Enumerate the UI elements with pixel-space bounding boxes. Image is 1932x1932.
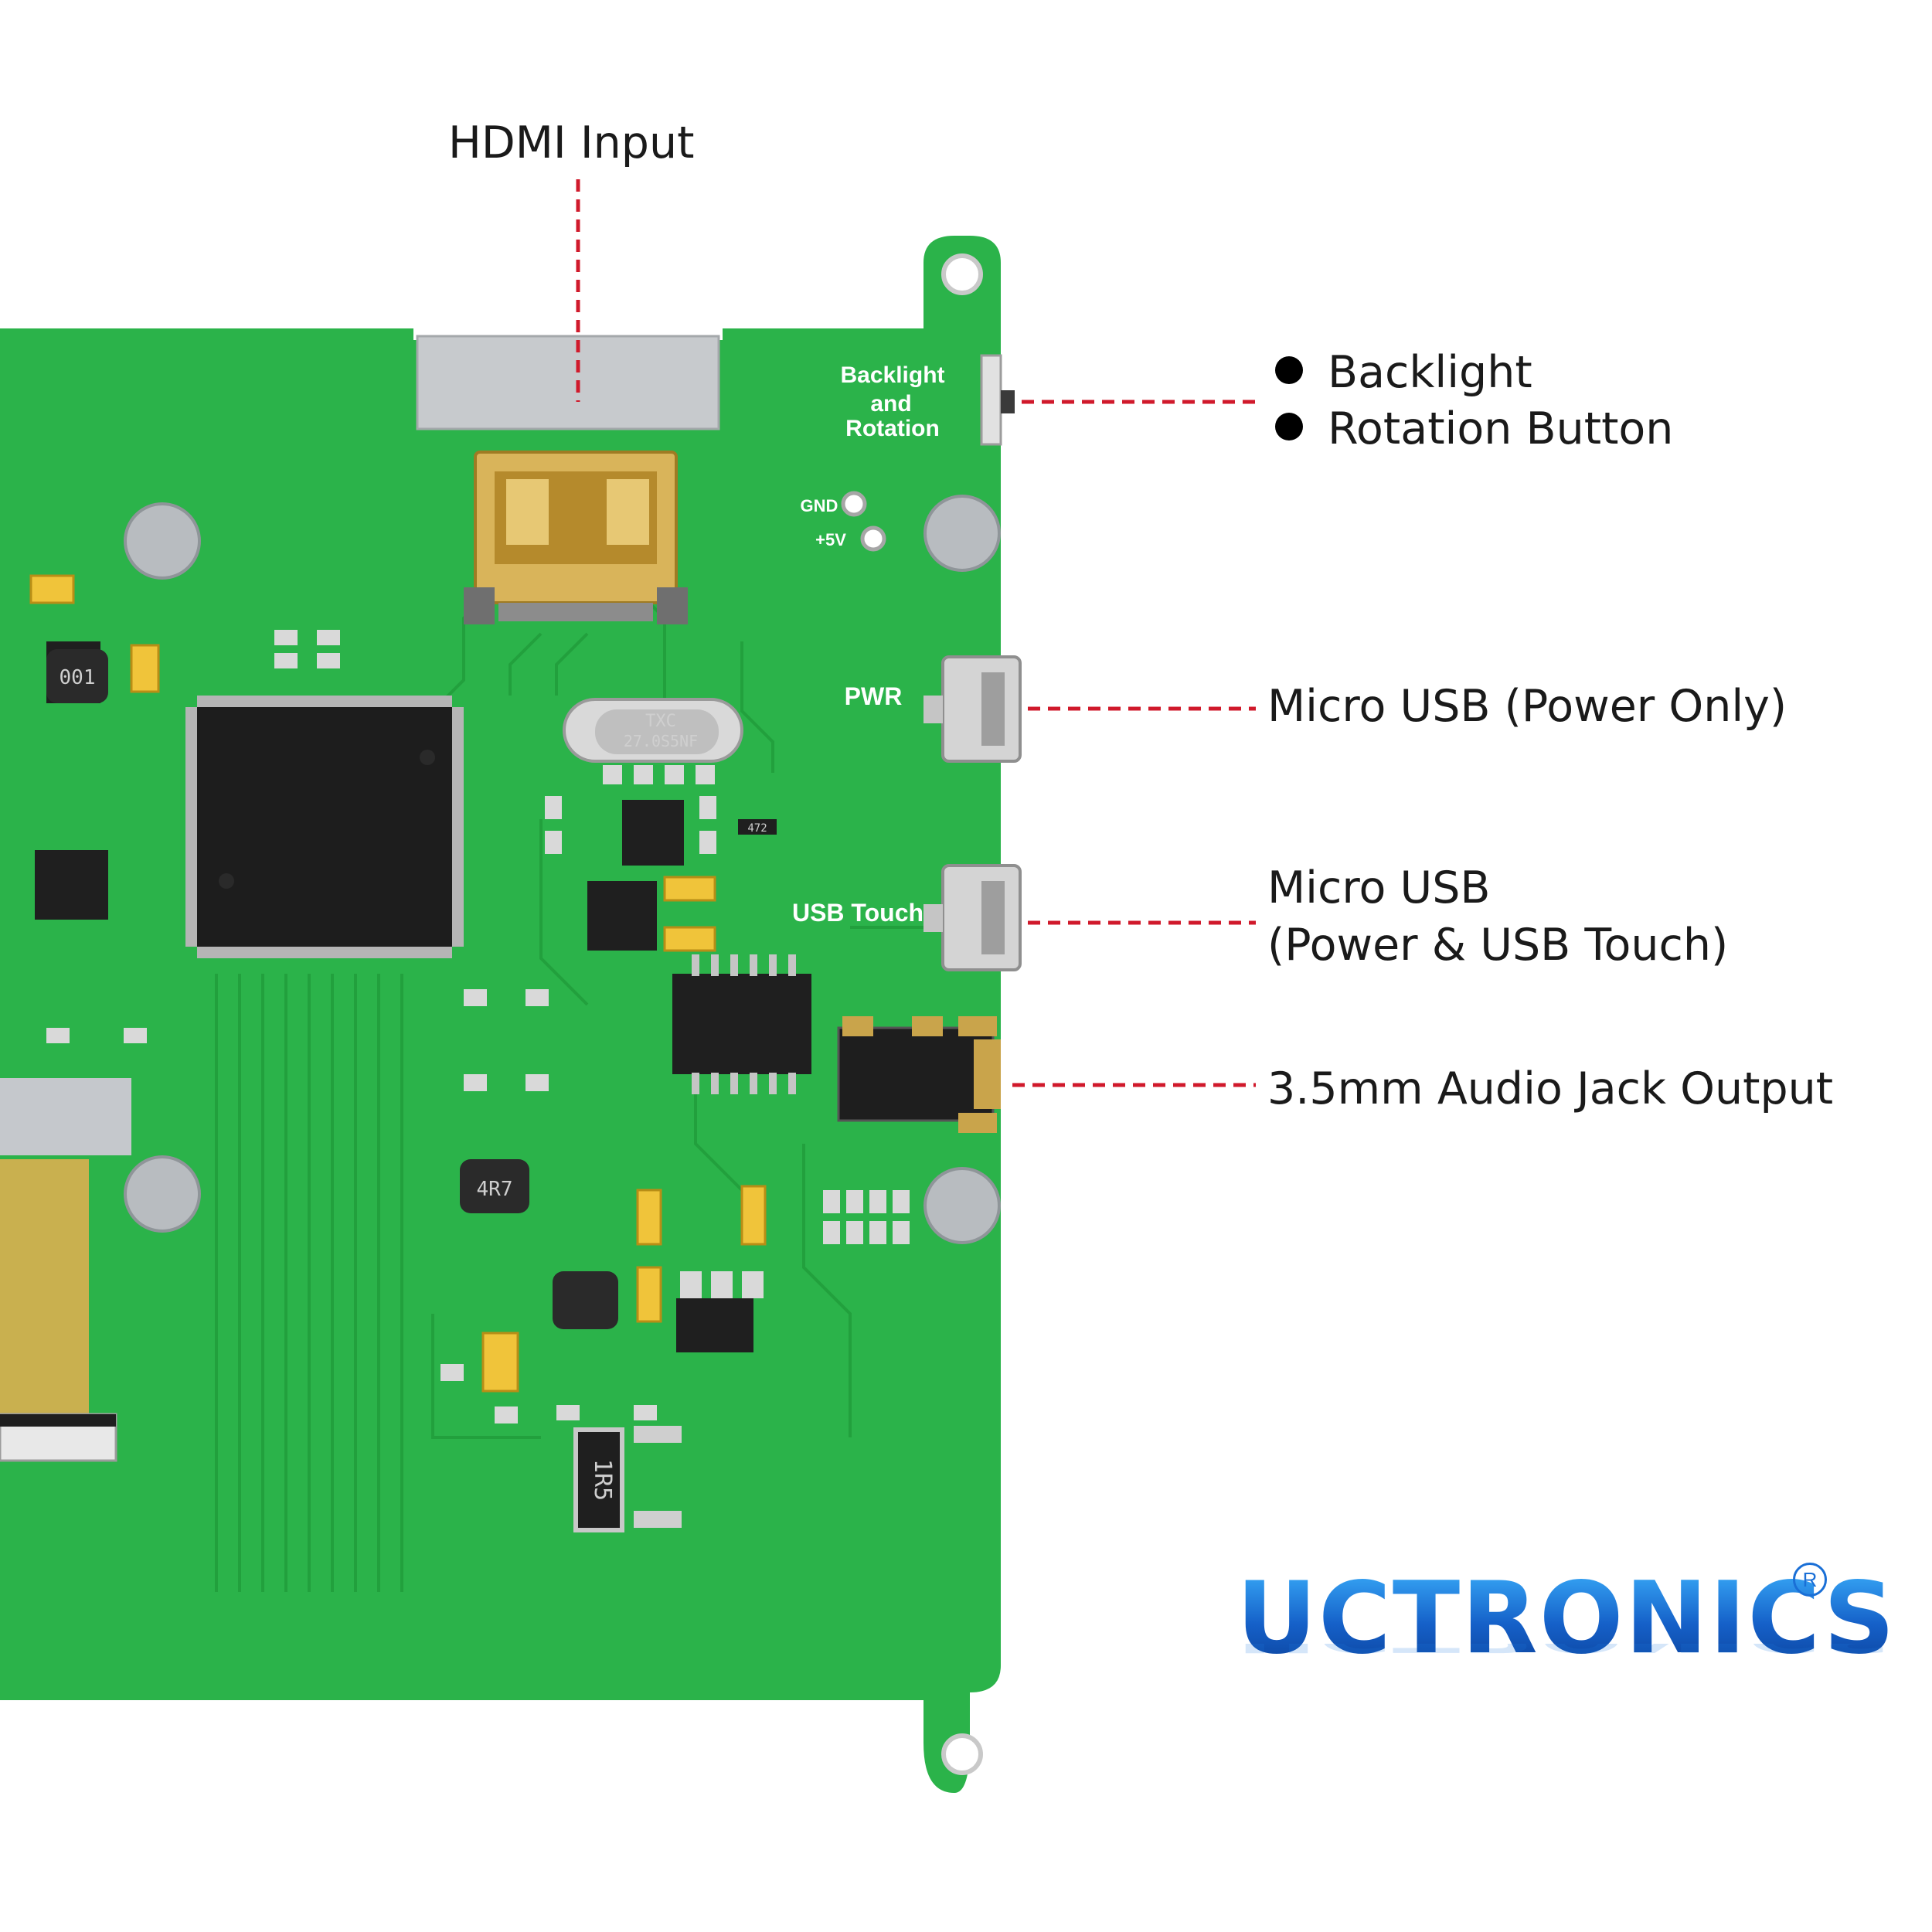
- silk-gnd: GND: [801, 496, 838, 515]
- pcb-board: [0, 236, 1001, 1793]
- res-network: [738, 819, 777, 835]
- uctronics-logo: UCTRONICS UCTRONICS R: [1236, 1561, 1896, 1716]
- smd-passives: [46, 630, 910, 1423]
- bullet-icon: [1275, 356, 1303, 385]
- label-micro-usb-touch-1: Micro USB: [1267, 862, 1491, 913]
- crystal: TXC 27.0S5NF: [563, 698, 743, 763]
- micro-usb-power-port: [923, 655, 1022, 763]
- label-micro-usb-power: Micro USB (Power Only): [1267, 681, 1787, 732]
- silk-backlight: Backlight: [840, 362, 944, 388]
- silk-usb-touch: USB Touch: [792, 899, 923, 927]
- micro-usb-touch-port: [923, 864, 1022, 971]
- gnd-pad: [841, 491, 867, 517]
- resistor-1r5-label: 1R5: [589, 1459, 616, 1501]
- shield-tape-left: [0, 1078, 131, 1155]
- inductor-001-label: 001: [60, 666, 96, 689]
- label-rotation: Rotation Button: [1275, 400, 1673, 457]
- ic-pins: [692, 954, 796, 1094]
- label-rotation-text: Rotation Button: [1328, 403, 1674, 454]
- hdmi-connector: [464, 451, 688, 624]
- logo-wordmark: UCTRONICS: [1236, 1561, 1896, 1676]
- bullet-icon: [1275, 413, 1303, 441]
- label-hdmi-input: HDMI Input: [448, 117, 695, 168]
- logo-reflection: UCTRONICS: [1236, 1644, 1896, 1660]
- inductor-4r7: 4R7: [460, 1159, 529, 1213]
- crystal-freq: 27.0S5NF: [624, 732, 698, 750]
- silk-and: and: [870, 391, 911, 417]
- mounting-holes: [124, 253, 1001, 1775]
- label-audio-jack: 3.5mm Audio Jack Output: [1267, 1063, 1834, 1114]
- crystal-brand: TXC: [645, 712, 676, 731]
- audio-jack: [837, 1016, 1001, 1133]
- silk-pwr: PWR: [845, 682, 903, 710]
- silk-rotation: Rotation: [845, 416, 940, 441]
- leader-lines: [576, 179, 1256, 1087]
- resistor-1r5: 1R5: [573, 1426, 682, 1532]
- label-micro-usb-touch-2: (Power & USB Touch): [1267, 920, 1729, 971]
- res-network-label: 472: [747, 822, 767, 835]
- fpc-connector: [0, 1159, 117, 1462]
- main-ic: [185, 696, 464, 958]
- inductor-4r7-label: 4R7: [477, 1178, 513, 1201]
- label-backlight: Backlight: [1275, 344, 1532, 401]
- registered-mark-icon: R: [1793, 1563, 1827, 1597]
- silk-plus5v: +5V: [815, 530, 846, 549]
- tantalum-caps: [29, 574, 767, 1393]
- inductor-001: 001: [46, 649, 618, 1329]
- backlight-rotation-button: [980, 354, 1015, 446]
- label-backlight-text: Backlight: [1328, 347, 1532, 398]
- shield-tape: [416, 335, 720, 430]
- plus5v-pad: [860, 526, 886, 552]
